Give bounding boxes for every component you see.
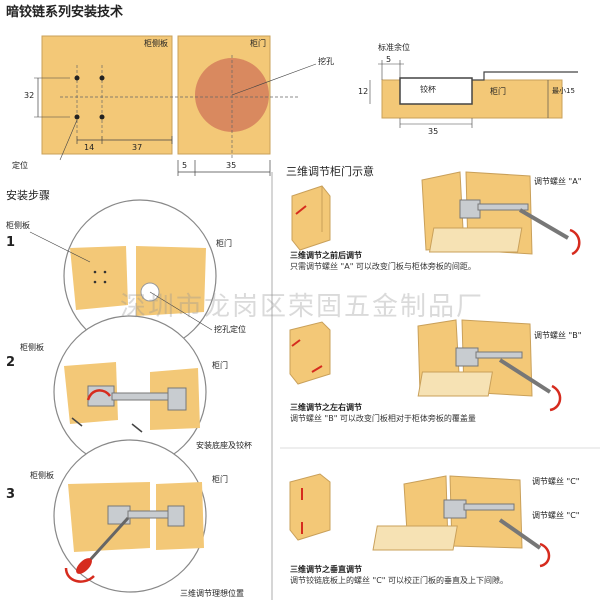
step1-caption: 挖孔定位	[214, 325, 246, 334]
dim-14: 14	[84, 143, 95, 152]
adjust-a-desc: 只需调节螺丝 "A" 可以改变门板与柜体旁板的间距。	[290, 262, 476, 271]
adjust-heading: 三维调节柜门示意	[286, 165, 374, 178]
step1-side-label: 柜侧板	[6, 221, 30, 230]
watermark: 深圳市龙岗区荣固五金制品厂	[120, 292, 485, 322]
step1-door-label: 柜门	[216, 239, 232, 248]
cup-label: 铰杯	[420, 85, 436, 94]
step3-door-label: 柜门	[212, 475, 228, 484]
screw-dot	[99, 114, 105, 120]
step2-door-label: 柜门	[212, 361, 228, 370]
page-title: 暗铰链系列安装技术	[6, 5, 124, 20]
step2-caption: 安装底座及铰杯	[196, 441, 252, 450]
step3-caption: 三维调节理想位置	[180, 589, 244, 598]
panel-side-label: 柜侧板	[144, 39, 168, 48]
dim-32: 32	[24, 91, 35, 100]
steps-heading: 安装步骤	[6, 189, 50, 202]
standard-margin-label: 标准余位	[378, 43, 410, 52]
drill-hole-label: 挖孔	[318, 57, 334, 66]
screw-dot	[99, 75, 105, 81]
adjust-b-desc: 调节螺丝 "B" 可以改变门板相对于柜体旁板的覆盖量	[290, 414, 476, 423]
dim-37: 37	[132, 143, 143, 152]
hinge-cup-recess	[399, 77, 473, 105]
screw-a-label: 调节螺丝 "A"	[534, 177, 582, 186]
step1-number: 1	[6, 235, 16, 250]
step3-number: 3	[6, 487, 16, 502]
panel-door-label: 柜门	[250, 39, 266, 48]
step2-side-label: 柜侧板	[20, 343, 44, 352]
adjust-a-title: 三维调节之前后调节	[290, 251, 362, 260]
dim-5: 5	[182, 161, 188, 170]
step3-side-label: 柜侧板	[30, 471, 54, 480]
adjust-b-title: 三维调节之左右调节	[290, 403, 362, 412]
cs-dim-12: 12	[358, 87, 369, 96]
screw-c-label-2: 调节螺丝 "C"	[532, 511, 580, 520]
cs-dim-5: 5	[386, 55, 392, 64]
adjust-c-desc: 调节铰链底板上的螺丝 "C" 可以校正门板的垂直及上下间隙。	[290, 576, 509, 585]
step2-number: 2	[6, 355, 16, 370]
screw-dot	[74, 75, 80, 81]
side-panel	[41, 35, 173, 155]
min-label: 最小15	[552, 87, 575, 95]
adjust-c-title: 三维调节之垂直调节	[290, 565, 362, 574]
screw-dot	[74, 114, 80, 120]
cs-door-label: 柜门	[490, 87, 506, 96]
position-label: 定位	[12, 161, 28, 170]
screw-c-label-1: 调节螺丝 "C"	[532, 477, 580, 486]
cs-dim-35: 35	[428, 127, 439, 136]
screw-b-label: 调节螺丝 "B"	[534, 331, 582, 340]
dim-35: 35	[226, 161, 237, 170]
